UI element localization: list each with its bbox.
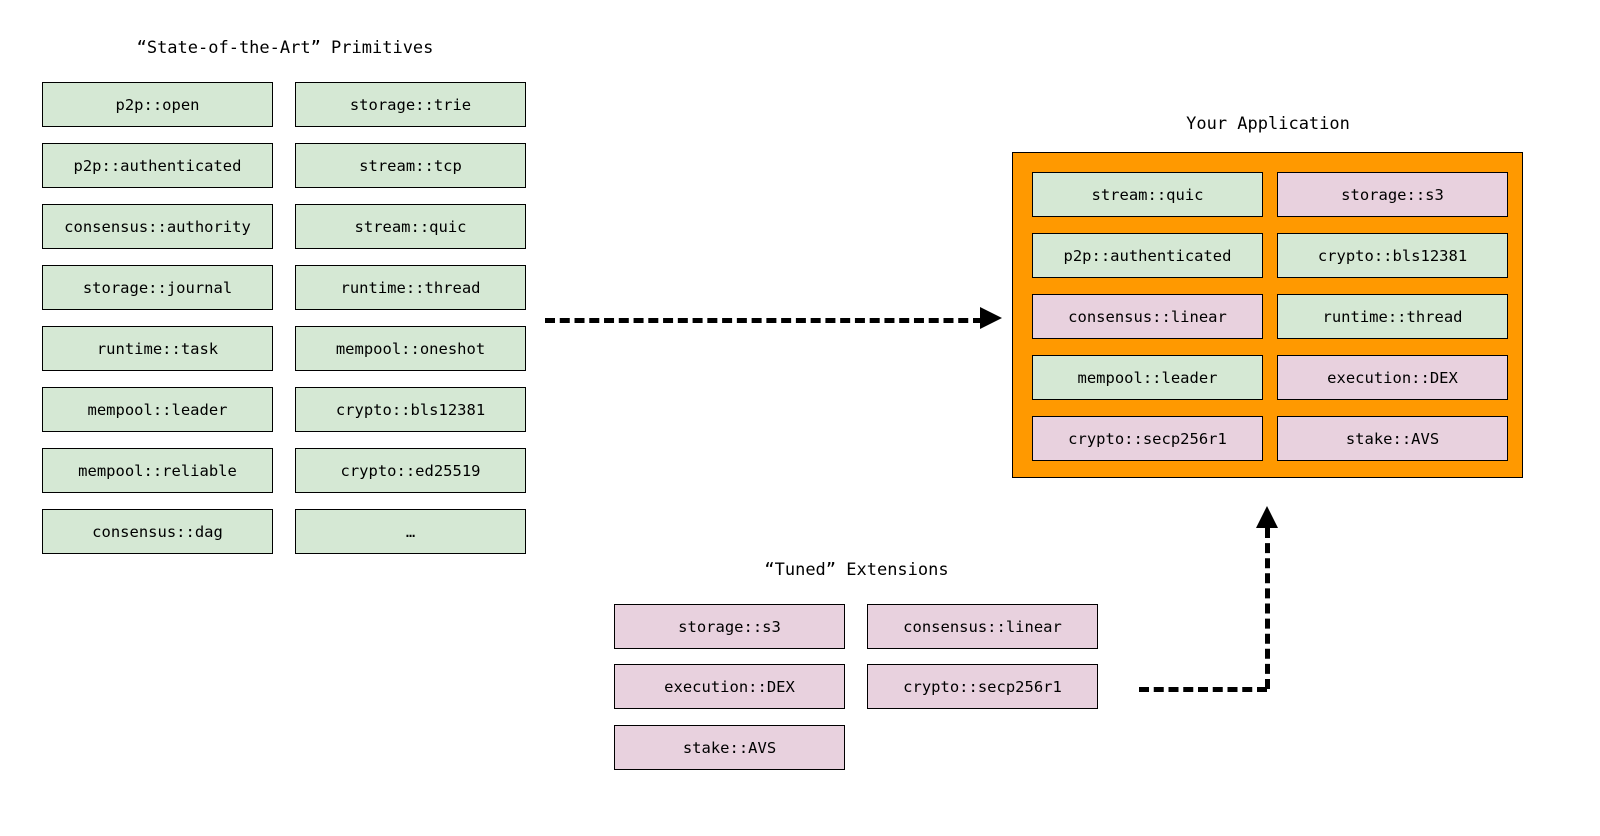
primitive-chip[interactable]: runtime::thread [295,265,526,310]
primitive-chip[interactable]: mempool::oneshot [295,326,526,371]
primitive-chip[interactable]: stream::tcp [295,143,526,188]
application-chip[interactable]: consensus::linear [1032,294,1263,339]
application-chip[interactable]: stake::AVS [1277,416,1508,461]
application-chip[interactable]: crypto::bls12381 [1277,233,1508,278]
extension-chip[interactable]: execution::DEX [614,664,845,709]
primitive-chip[interactable]: mempool::reliable [42,448,273,493]
extensions-to-application-arrow-vertical [1265,528,1270,689]
primitive-chip[interactable]: consensus::authority [42,204,273,249]
application-container: stream::quic p2p::authenticated consensu… [1012,152,1523,478]
extension-chip[interactable]: crypto::secp256r1 [867,664,1098,709]
primitive-chip[interactable]: p2p::authenticated [42,143,273,188]
primitive-chip[interactable]: p2p::open [42,82,273,127]
primitives-to-application-arrow-line [545,318,983,323]
primitive-chip[interactable]: … [295,509,526,554]
primitives-section-title: “State-of-the-Art” Primitives [136,38,434,58]
extensions-to-application-arrow-horizontal [1139,687,1267,692]
primitive-chip[interactable]: crypto::ed25519 [295,448,526,493]
extensions-section-title: “Tuned” Extensions [764,560,949,580]
extensions-to-application-arrow-head [1256,506,1278,528]
extension-chip[interactable]: consensus::linear [867,604,1098,649]
primitives-to-application-arrow-head [980,307,1002,329]
application-chip[interactable]: storage::s3 [1277,172,1508,217]
application-section-title: Your Application [1186,114,1350,134]
extension-chip[interactable]: storage::s3 [614,604,845,649]
application-chip[interactable]: p2p::authenticated [1032,233,1263,278]
application-chip[interactable]: crypto::secp256r1 [1032,416,1263,461]
extension-chip[interactable]: stake::AVS [614,725,845,770]
primitive-chip[interactable]: storage::journal [42,265,273,310]
primitive-chip[interactable]: mempool::leader [42,387,273,432]
primitive-chip[interactable]: consensus::dag [42,509,273,554]
primitive-chip[interactable]: crypto::bls12381 [295,387,526,432]
application-chip[interactable]: execution::DEX [1277,355,1508,400]
primitive-chip[interactable]: storage::trie [295,82,526,127]
application-chip[interactable]: mempool::leader [1032,355,1263,400]
primitive-chip[interactable]: runtime::task [42,326,273,371]
application-chip[interactable]: runtime::thread [1277,294,1508,339]
primitive-chip[interactable]: stream::quic [295,204,526,249]
application-chip[interactable]: stream::quic [1032,172,1263,217]
